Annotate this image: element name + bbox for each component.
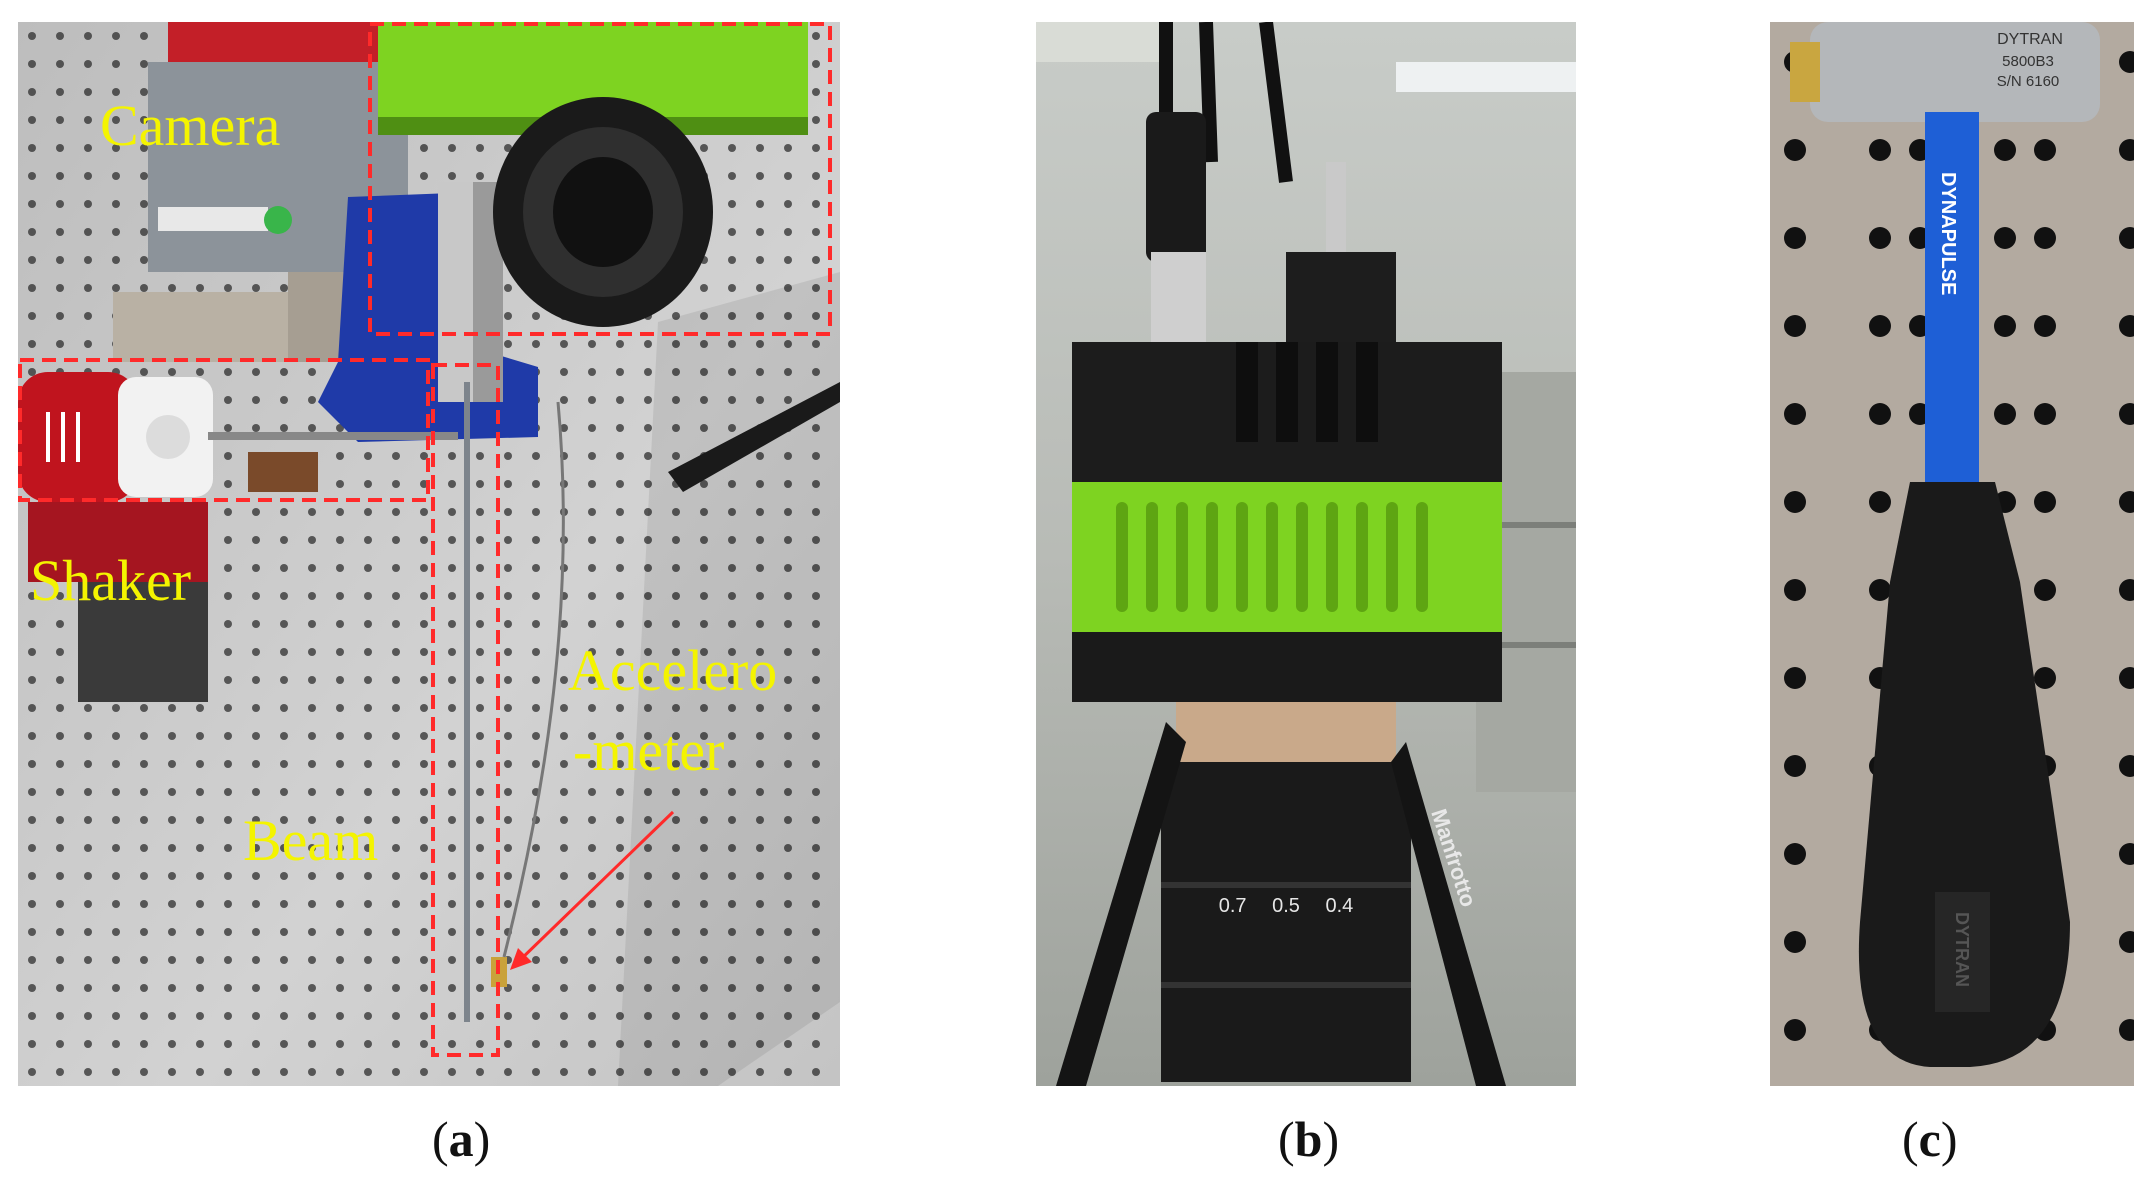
camera-box	[368, 22, 832, 336]
camera-photo: 0.7 0.5 0.4 Manfrotto	[1036, 22, 1576, 1086]
lens-ring	[1176, 702, 1396, 762]
experimental-setup-photo	[18, 22, 840, 1086]
accelerometer-label-line2: -meter	[573, 718, 725, 783]
lemo-connector	[1151, 252, 1206, 342]
hammer-grip	[1858, 482, 2070, 1067]
grip-logo: DYTRAN	[1952, 912, 1972, 987]
camera-label: Camera	[100, 93, 281, 158]
cable-connector	[1146, 112, 1206, 262]
metal-block	[113, 292, 293, 362]
camera-lens	[1161, 762, 1411, 1082]
accelerometer-arrow	[516, 810, 675, 964]
camera-body-green	[1072, 482, 1502, 632]
beam	[464, 382, 470, 1022]
shaker-box	[18, 358, 430, 502]
photo-panel-a: Camera Shaker Beam Accelero -meter	[18, 22, 840, 1086]
caption-b: (b)	[1278, 1111, 1340, 1167]
hammer-head	[1810, 22, 2100, 122]
impact-hammer-photo: DYTRAN 5800B3 S/N 6160 DYNAPULSE DYTRAN	[1770, 22, 2134, 1086]
hammer-serial: S/N 6160	[1997, 73, 2060, 90]
accelerometer-label-line1: Accelero	[568, 638, 778, 703]
hammer-model: 5800B3	[2002, 53, 2054, 70]
photo-panel-c: DYTRAN 5800B3 S/N 6160 DYNAPULSE DYTRAN	[1770, 22, 2134, 1086]
hammer-brand-top: DYTRAN	[1997, 31, 2063, 48]
beam-box	[431, 363, 500, 1057]
caption-c: (c)	[1902, 1111, 1958, 1167]
hammer-shaft-brand: DYNAPULSE	[1937, 172, 1959, 295]
lens-markings: 0.7 0.5 0.4	[1219, 895, 1354, 917]
beam-label: Beam	[243, 808, 379, 873]
photo-panel-b: 0.7 0.5 0.4 Manfrotto	[1036, 22, 1576, 1086]
shaker-base	[78, 582, 208, 702]
hammer-shaft	[1925, 112, 1979, 492]
shaker-label: Shaker	[30, 548, 192, 613]
caption-a: (a)	[432, 1111, 491, 1167]
